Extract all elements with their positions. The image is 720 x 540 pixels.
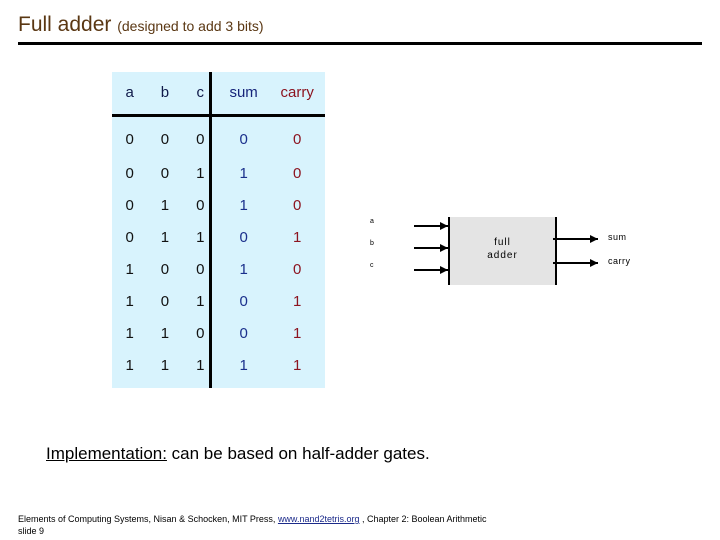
diagram-output-label-sum: sum [608,232,627,242]
cell-carry: 1 [292,324,302,342]
implementation-text: can be based on half-adder gates. [166,444,430,463]
cell-c: 1 [196,292,205,310]
cell-carry: 0 [292,196,302,214]
column-header-sum: sum [229,83,258,101]
table-row: 0 1 0 1 0 [112,189,325,221]
cell-a: 0 [125,196,134,214]
column-header-a: a [125,83,134,101]
implementation-note: Implementation: can be based on half-add… [46,444,430,464]
table-header-divider [112,114,325,117]
output-wire-sum-arrow-icon [553,235,598,243]
footer-citation-post: , Chapter 2: Boolean Arithmetic [359,514,487,524]
table-row: 0 0 1 1 0 [112,157,325,189]
cell-sum: 0 [239,324,248,342]
table-row: 1 1 1 1 1 [112,349,325,381]
cell-carry: 1 [292,356,302,374]
table-column-divider [209,72,212,388]
cell-b: 1 [160,228,170,246]
cell-b: 0 [160,260,170,278]
output-wire-carry-arrow-icon [553,259,598,267]
cell-carry: 1 [292,292,302,310]
cell-sum: 0 [239,130,248,148]
full-adder-box: full adder [448,217,557,285]
footer-line-1: Elements of Computing Systems, Nisan & S… [18,513,487,525]
input-wire-c-arrow-icon [414,266,448,274]
cell-a: 0 [125,164,134,182]
table-row: 1 1 0 0 1 [112,317,325,349]
cell-c: 0 [196,260,205,278]
box-label-line-1: full [494,237,511,248]
diagram-input-label-a: a [370,218,374,225]
cell-b: 1 [160,356,170,374]
cell-carry: 1 [292,228,302,246]
cell-c: 0 [196,196,205,214]
footer-link-nand2tetris[interactable]: www.nand2tetris.org [277,514,360,524]
cell-sum: 1 [239,356,248,374]
implementation-label: Implementation: [46,444,167,463]
title-divider [18,42,702,45]
cell-a: 1 [125,324,134,342]
cell-b: 0 [160,130,170,148]
table-header-row: a b c sum carry [112,72,325,112]
cell-carry: 0 [292,130,302,148]
column-header-carry: carry [280,83,314,101]
cell-b: 1 [160,324,170,342]
cell-a: 0 [125,130,134,148]
full-adder-block-diagram: a b c full adder sum carry [368,212,698,292]
cell-c: 1 [196,164,205,182]
table-row: 1 0 0 1 0 [112,253,325,285]
cell-c: 1 [196,228,205,246]
table-row: 1 0 1 0 1 [112,285,325,317]
table-row: 0 1 1 0 1 [112,221,325,253]
cell-sum: 1 [239,196,248,214]
footer-slide-number: slide 9 [18,526,45,536]
cell-a: 0 [125,228,134,246]
page-title-sub: (designed to add 3 bits) [117,18,264,34]
cell-b: 1 [160,196,170,214]
cell-sum: 0 [239,292,248,310]
page-title-main: Full adder [18,13,118,36]
cell-carry: 0 [292,260,302,278]
cell-sum: 0 [239,228,248,246]
footer: Elements of Computing Systems, Nisan & S… [18,513,487,537]
cell-b: 0 [160,292,170,310]
column-header-b: b [160,83,170,101]
box-label-line-2: adder [487,250,518,261]
table-row: 0 0 0 0 0 [112,112,325,157]
diagram-input-label-b: b [370,240,374,247]
cell-b: 0 [160,164,170,182]
input-wire-a-arrow-icon [414,222,448,230]
cell-carry: 0 [292,164,302,182]
cell-a: 1 [125,260,134,278]
cell-sum: 1 [239,260,248,278]
truth-table-grid: a b c sum carry 0 0 0 0 0 0 0 1 1 0 [112,72,325,381]
full-adder-box-label: full adder [450,236,555,262]
column-header-c: c [196,83,205,101]
diagram-input-label-c: c [370,262,374,269]
page-title: Full adder (designed to add 3 bits) [18,13,264,37]
diagram-output-label-carry: carry [608,256,631,266]
cell-a: 1 [125,356,134,374]
footer-citation-pre: Elements of Computing Systems, Nisan & S… [18,514,278,524]
truth-table: a b c sum carry 0 0 0 0 0 0 0 1 1 0 [112,72,325,388]
cell-c: 0 [196,130,205,148]
input-wire-b-arrow-icon [414,244,448,252]
cell-c: 0 [196,324,205,342]
cell-sum: 1 [239,164,248,182]
cell-a: 1 [125,292,134,310]
cell-c: 1 [196,356,205,374]
